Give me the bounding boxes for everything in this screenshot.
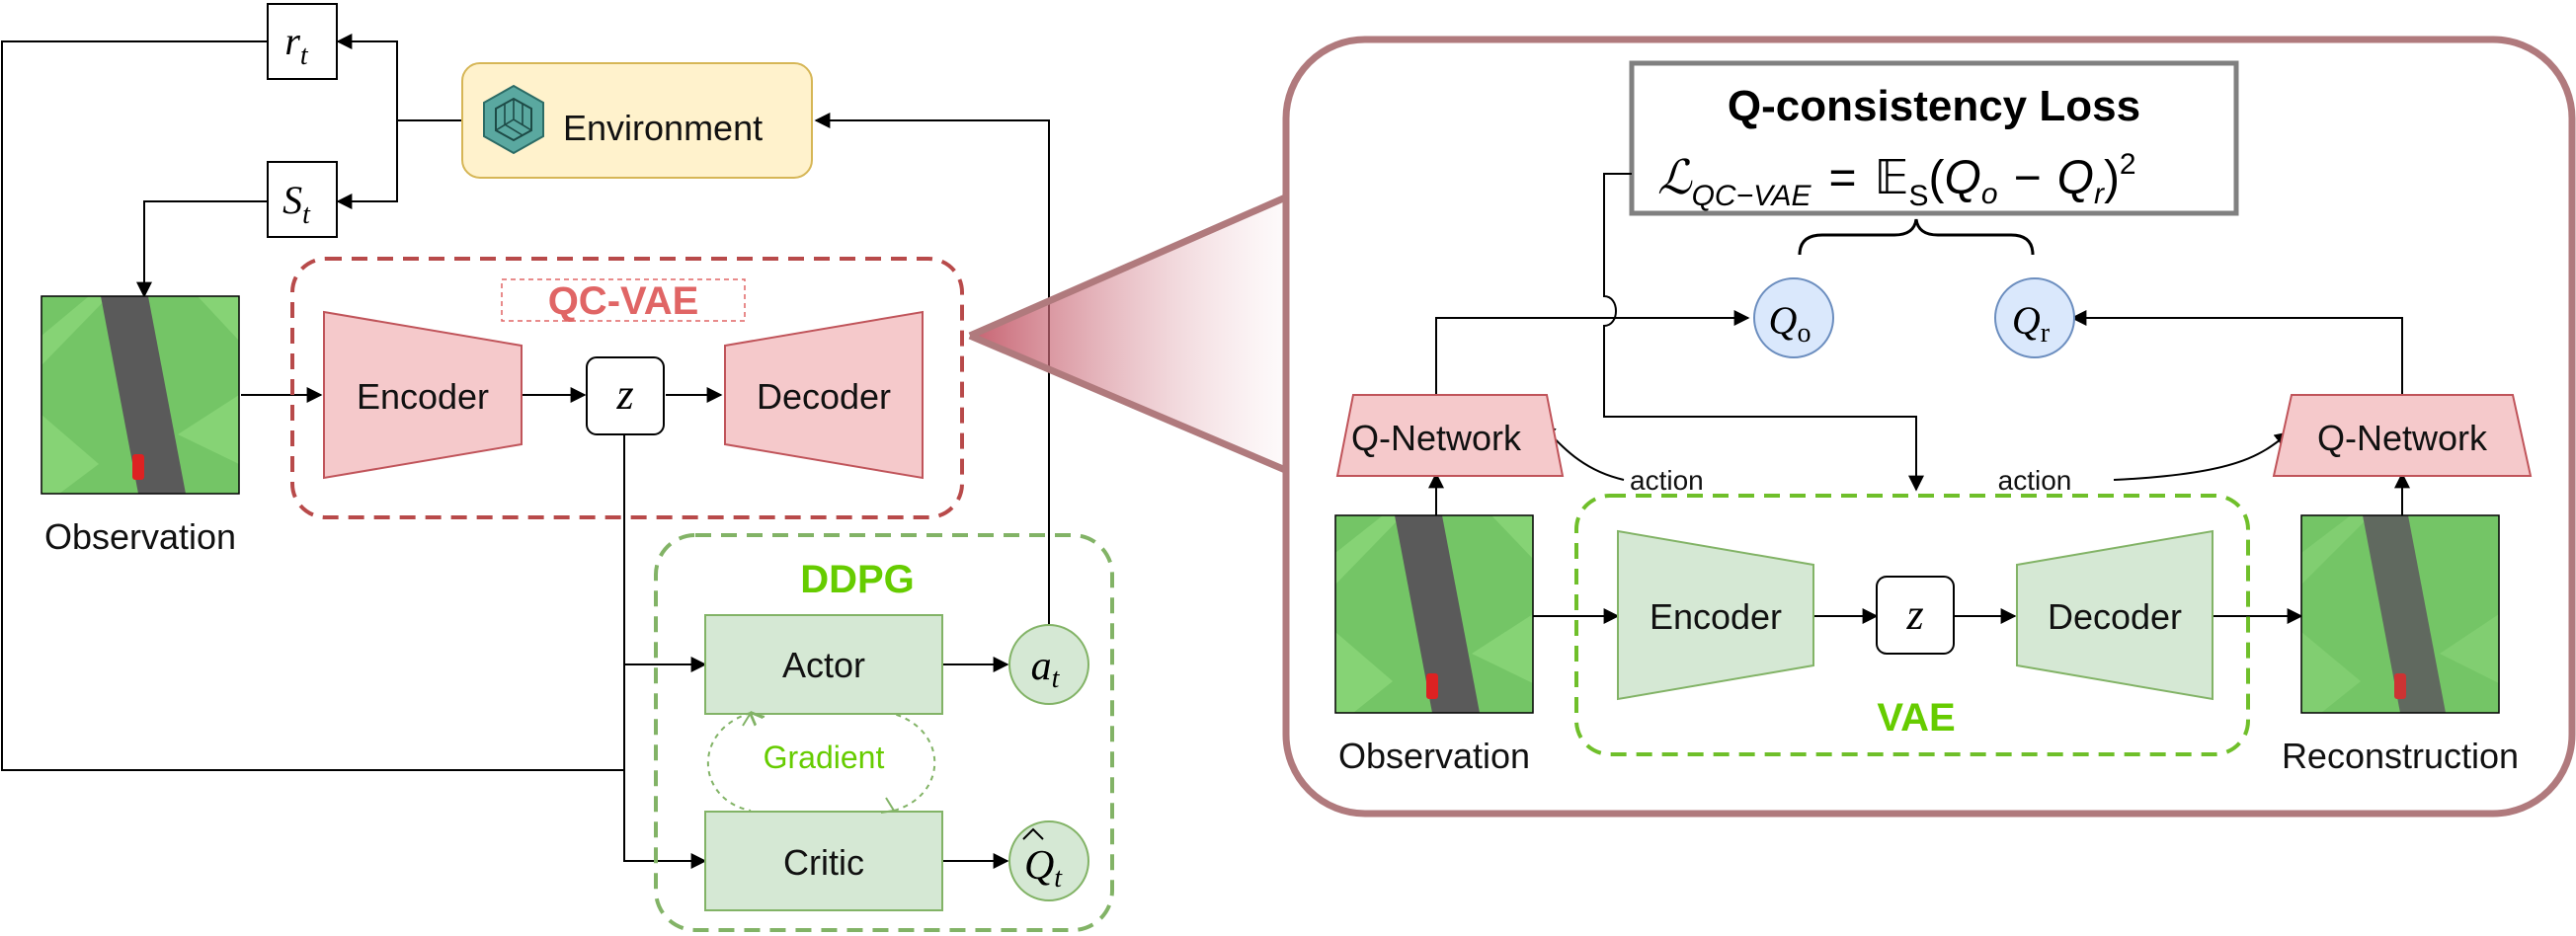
vae-decoder-label: Decoder <box>2048 596 2182 637</box>
observation-label-right: Observation <box>1338 736 1530 776</box>
ddpg-group <box>654 533 1114 932</box>
qcvae-encoder: Encoder <box>323 310 523 480</box>
action-label-right: action <box>1998 465 2072 496</box>
zoom-cone <box>970 195 1290 472</box>
state-box: St <box>267 161 338 238</box>
environment-label: Environment <box>563 108 763 148</box>
action-label-left: action <box>1630 465 1704 496</box>
qcvae-title-box <box>501 278 746 322</box>
observation-label: Observation <box>44 516 236 557</box>
vae-encoder: Encoder <box>1617 529 1814 701</box>
observation-image-right <box>1334 514 1534 714</box>
gradient-loop <box>706 712 936 812</box>
reward-box: rt <box>267 3 338 80</box>
reconstruction-image <box>2300 514 2500 714</box>
loss-title: Q-consistency Loss <box>1728 82 2140 130</box>
qcvae-group <box>290 257 964 519</box>
reconstruction-label: Reconstruction <box>2282 736 2519 776</box>
vae-latent: z <box>1876 576 1955 655</box>
vae-group <box>1574 494 2250 756</box>
qcvae-latent: z <box>586 356 665 435</box>
vae-latent-label: z <box>1905 590 1923 639</box>
loss-box: Q-consistency Loss ℒQC−VAE=𝔼S(Qo−Qr)2 <box>1629 60 2239 216</box>
svg-text:Qr: Qr <box>2012 298 2051 349</box>
loop-connectors <box>1 34 1050 869</box>
qcvae-decoder-label: Decoder <box>757 376 891 417</box>
q-reconstruction-node: Qr <box>1994 277 2075 358</box>
svg-text:Qo: Qo <box>1769 298 1811 349</box>
actor-box: Actor <box>704 614 943 715</box>
action-node: at <box>1008 624 1089 705</box>
q-network-right: Q-Network <box>2272 394 2533 477</box>
qcvae-latent-label: z <box>615 370 633 419</box>
qcvae-encoder-label: Encoder <box>357 376 489 417</box>
environment-icon <box>483 84 544 155</box>
svg-text:at: at <box>1031 644 1061 694</box>
q-network-left: Q-Network <box>1335 394 1565 477</box>
svg-text:Qt: Qt <box>1024 843 1063 894</box>
q-original-node: Qo <box>1753 277 1834 358</box>
vae-decoder: Decoder <box>2016 529 2214 701</box>
environment-box: Environment <box>461 62 813 179</box>
loss-equation: ℒQC−VAE=𝔼S(Qo−Qr)2 <box>1657 148 2136 212</box>
q-network-left-label: Q-Network <box>1351 418 1522 458</box>
loss-brace <box>1798 218 2035 256</box>
qcvae-decoder: Decoder <box>724 310 924 480</box>
gradient-label: Gradient <box>764 740 885 775</box>
critic-label: Critic <box>783 842 864 883</box>
q-network-right-label: Q-Network <box>2317 418 2488 458</box>
svg-text:rt: rt <box>284 19 309 71</box>
observation-image <box>40 295 240 495</box>
vae-encoder-label: Encoder <box>1650 596 1782 637</box>
ddpg-title: DDPG <box>800 558 915 601</box>
vae-title: VAE <box>1877 696 1955 740</box>
critic-box: Critic <box>704 811 943 911</box>
q-value-node: Qt <box>1008 820 1089 901</box>
actor-label: Actor <box>782 645 865 685</box>
qcvae-title: QC-VAE <box>548 279 699 323</box>
svg-text:St: St <box>282 178 311 230</box>
